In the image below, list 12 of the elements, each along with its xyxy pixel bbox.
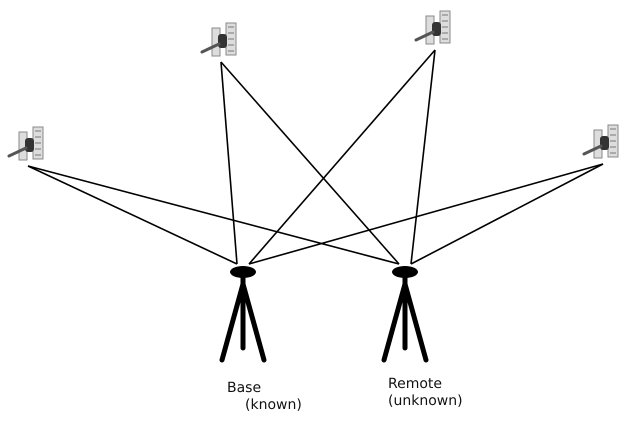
signal-line [220, 61, 400, 265]
station-status: (known) [245, 397, 302, 414]
signal-line [248, 163, 604, 265]
signal-line [410, 163, 604, 265]
station-status: (unknown) [388, 393, 463, 410]
signal-line [28, 165, 400, 265]
signal-line [248, 49, 436, 265]
station-name: Base [227, 380, 262, 397]
signal-line [28, 165, 238, 265]
signal-line [410, 50, 436, 264]
station-name: Remote [388, 376, 442, 393]
signal-line [220, 62, 238, 264]
